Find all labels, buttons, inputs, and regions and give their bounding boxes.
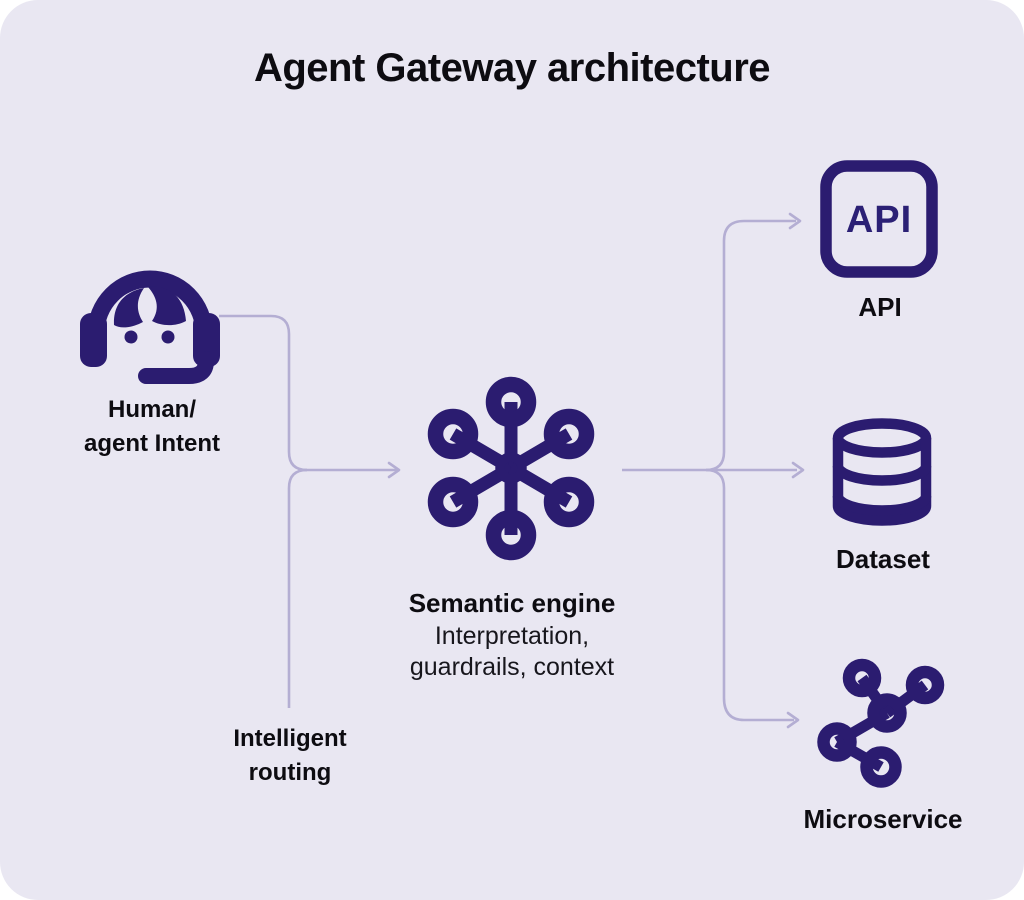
human-label-line2: agent Intent xyxy=(84,430,220,457)
api-badge-icon: API xyxy=(820,160,938,278)
api-label-text: API xyxy=(858,292,902,322)
arrowhead-to-engine xyxy=(387,461,401,479)
routing-label-line2: routing xyxy=(248,759,332,786)
arrowhead-to-dataset xyxy=(791,461,805,479)
microservice-label-text: Microservice xyxy=(803,804,963,834)
routing-label-line1: Intelligent xyxy=(233,725,347,752)
dataset-label-text: Dataset xyxy=(836,544,930,574)
connector-human-to-engine xyxy=(219,314,401,708)
engine-sublabel: Interpretation, guardrails, context xyxy=(382,621,642,683)
microservice-label: Microservice xyxy=(792,804,974,834)
human-label-line1: Human/ xyxy=(107,396,196,423)
database-icon xyxy=(832,418,932,526)
arrowhead-to-microservice xyxy=(786,711,800,729)
diagram-title: Agent Gateway architecture xyxy=(253,46,771,90)
api-icon-text: API xyxy=(846,199,912,241)
connector-engine-to-targets xyxy=(622,212,805,729)
api-label: API xyxy=(820,292,940,322)
engine-sublabel-line2: guardrails, context xyxy=(409,653,615,681)
hub-network-icon xyxy=(427,376,595,561)
engine-sublabel-line1: Interpretation, xyxy=(434,622,590,650)
human-label: Human/ agent Intent xyxy=(52,393,252,461)
network-graph-icon xyxy=(817,658,945,788)
headset-person-icon xyxy=(80,270,220,384)
intelligent-routing-label: Intelligent routing xyxy=(190,722,390,790)
dataset-label: Dataset xyxy=(813,544,953,574)
semantic-engine-label: Semantic engine Interpretation, guardrai… xyxy=(382,588,642,683)
engine-label: Semantic engine xyxy=(408,588,616,618)
arrowhead-to-api xyxy=(788,212,802,230)
